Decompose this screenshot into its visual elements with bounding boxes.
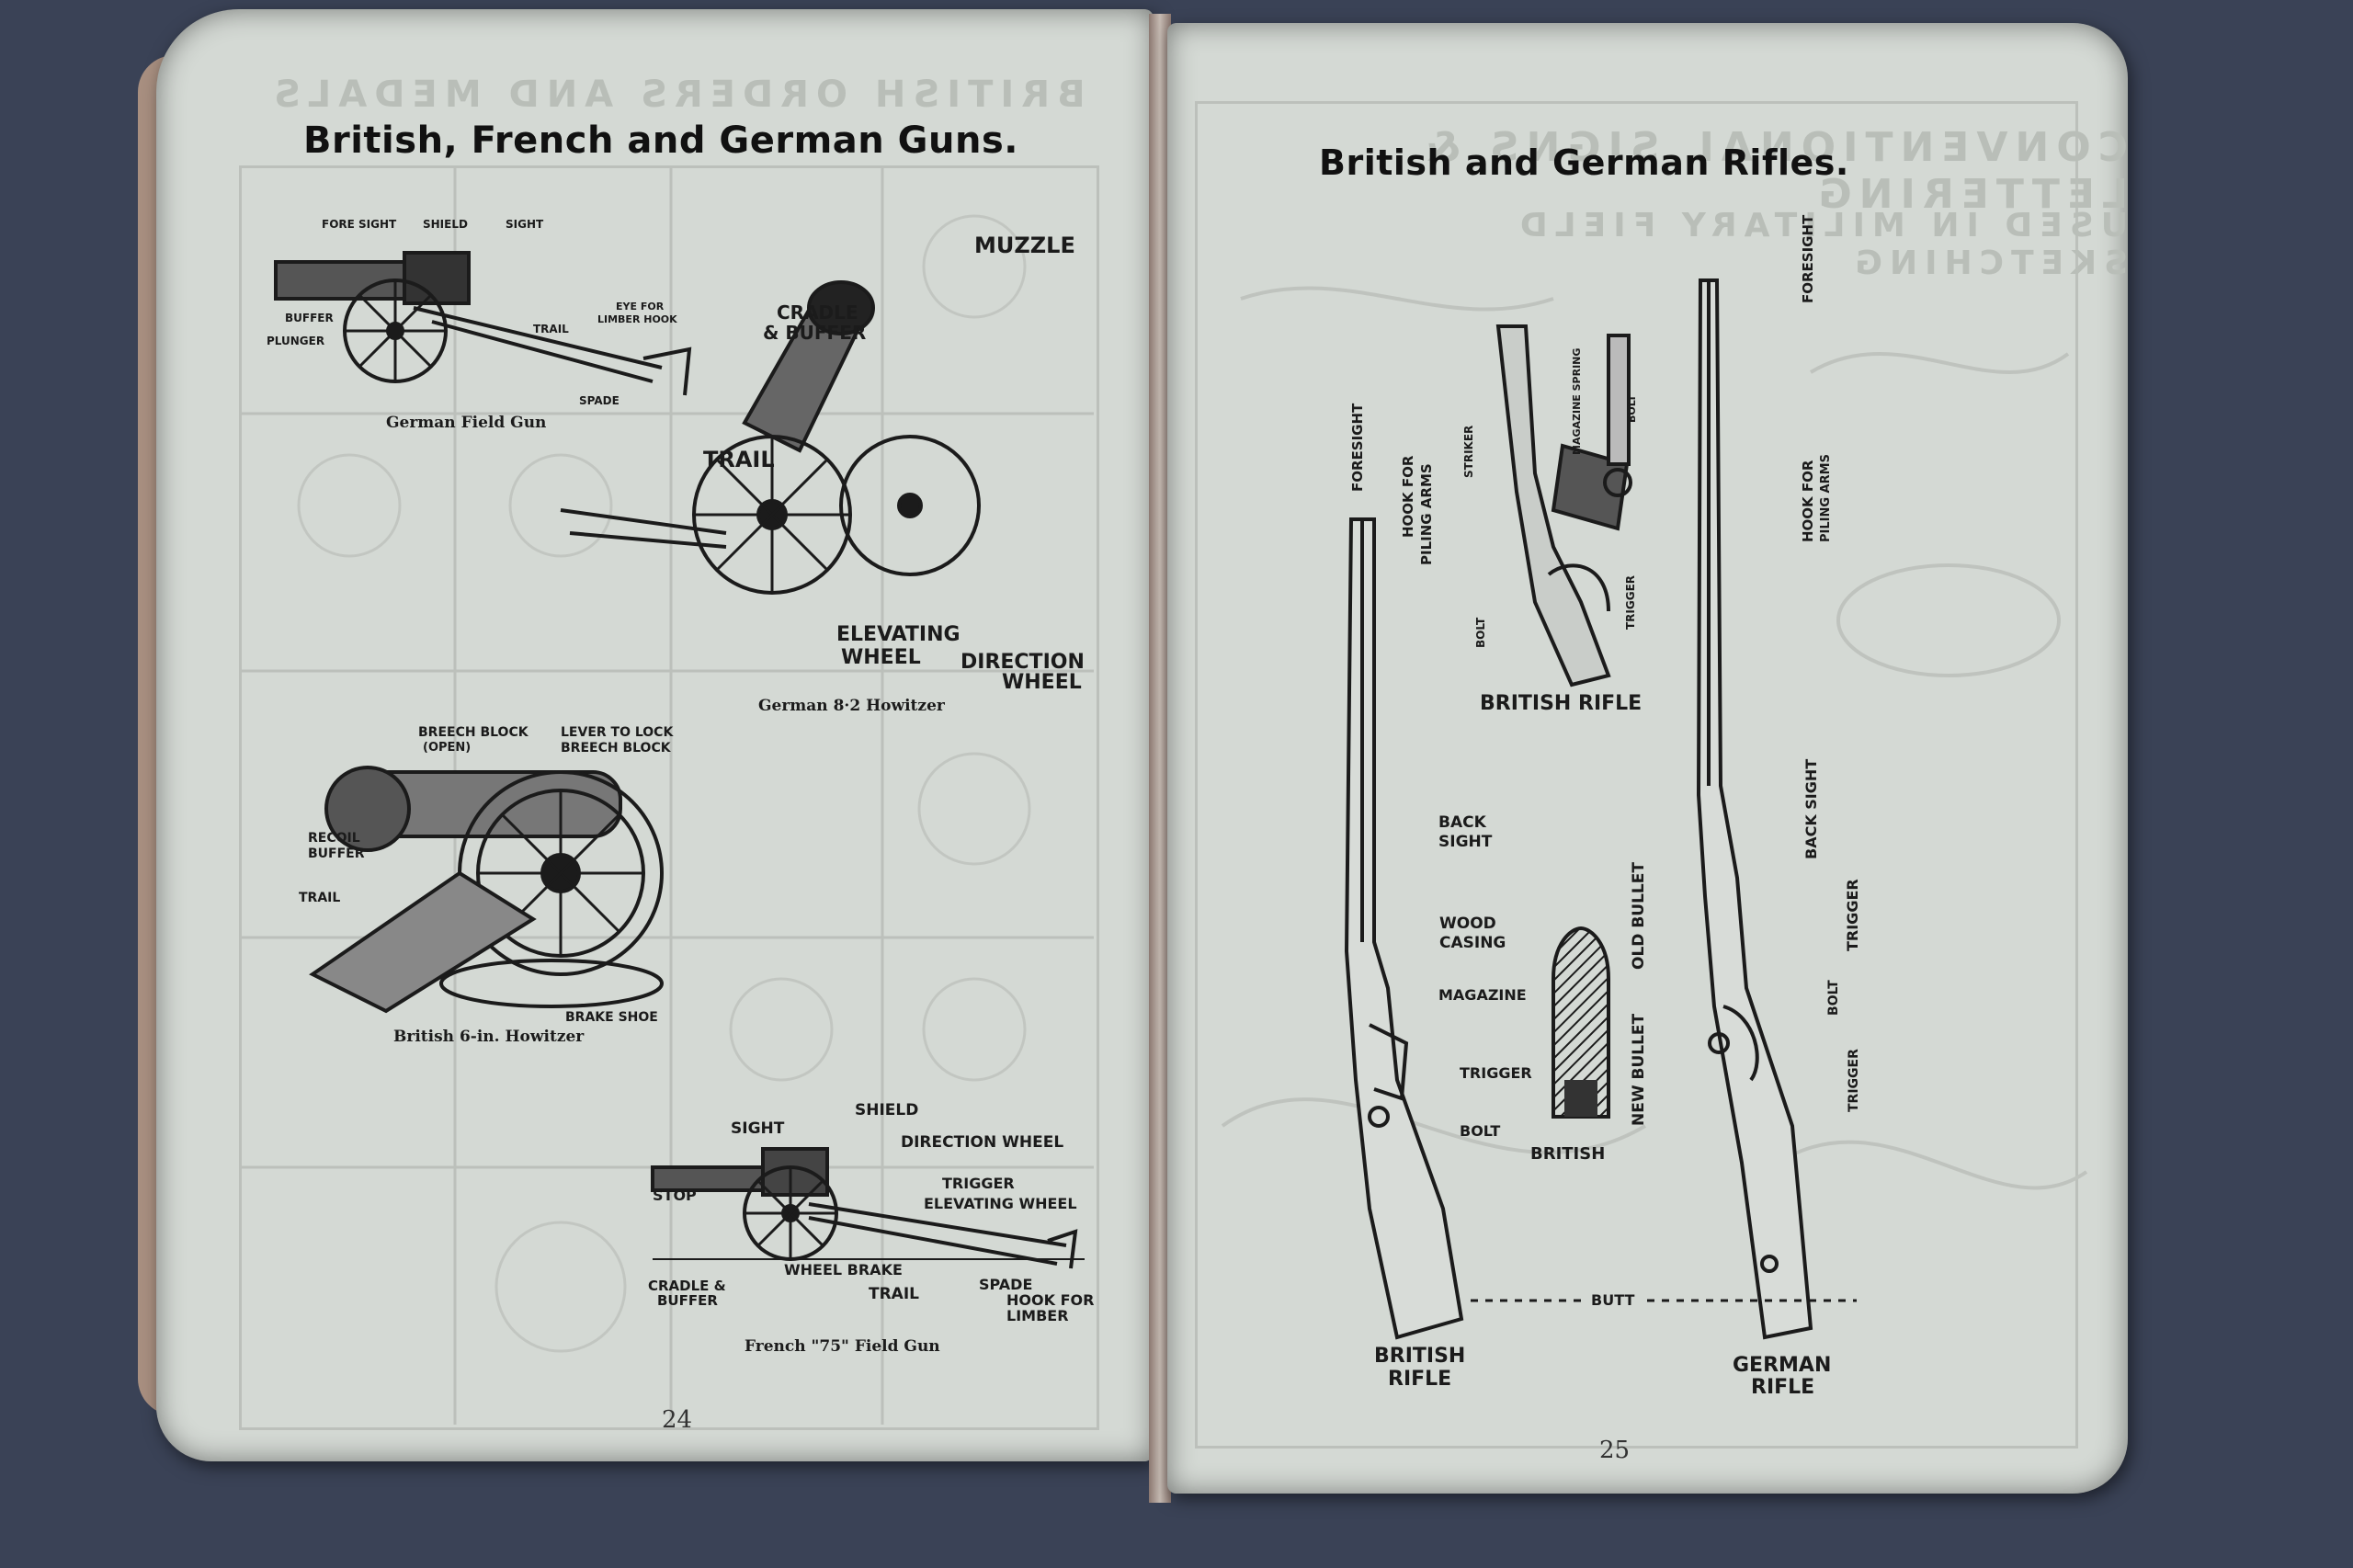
caption-british-rifle-line2: RIFLE (1388, 1368, 1452, 1391)
caption-german-rifle-line2: RIFLE (1751, 1376, 1815, 1399)
left-page: BRITISH ORDERS AND MEDALS British, Frenc… (156, 9, 1154, 1461)
label-old-bullet: OLD BULLET (1630, 862, 1648, 970)
label-piling-arms-british: PILING ARMS (1418, 463, 1435, 565)
label-spade-french: SPADE (979, 1276, 1033, 1293)
label-sight-french: SIGHT (731, 1119, 785, 1138)
label-foresight-british: FORESIGHT (1349, 403, 1366, 492)
caption-british-howitzer: British 6-in. Howitzer (393, 1028, 585, 1046)
label-limber-hook: LIMBER HOOK (597, 313, 677, 325)
label-cradle: CRADLE (777, 301, 858, 324)
german-rifle-drawing (1696, 278, 1813, 1340)
label-brake-shoe: BRAKE SHOE (565, 1010, 658, 1025)
label-shield-french: SHIELD (855, 1101, 919, 1119)
label-elevating: ELEVATING (836, 623, 961, 646)
label-buffer-french: BUFFER (657, 1292, 718, 1309)
label-wood: WOOD (1439, 915, 1496, 933)
label-breech-open: (OPEN) (423, 741, 472, 755)
label-trigger-french: TRIGGER (942, 1175, 1015, 1192)
label-buffer: BUFFER (285, 312, 334, 324)
show-through-grid (239, 165, 1099, 1430)
label-limber: LIMBER (1006, 1307, 1069, 1324)
caption-bullet: BRITISH (1530, 1144, 1606, 1164)
label-foresight-german: FORESIGHT (1800, 214, 1816, 303)
label-plunger: PLUNGER (267, 335, 325, 347)
caption-british-rifle-detail: BRITISH RIFLE (1480, 692, 1643, 715)
caption-british-rifle-line1: BRITISH (1374, 1345, 1466, 1368)
label-recoil: RECOIL (308, 831, 360, 846)
page-title: British and German Rifles. (1319, 142, 1849, 183)
label-hook-for-german: HOOK FOR (1800, 460, 1816, 542)
butt-connector (1471, 1299, 1857, 1302)
label-bolt-top: BOLT (1626, 394, 1638, 423)
caption-german-rifle-line1: GERMAN (1733, 1354, 1832, 1377)
label-new-bullet: NEW BULLET (1630, 1013, 1648, 1126)
label-lever-breech-block: BREECH BLOCK (561, 741, 671, 756)
british-rifle-drawing (1344, 517, 1464, 1340)
label-sight: SIGHT (1438, 833, 1493, 851)
label-back-sight-german: BACK SIGHT (1802, 758, 1820, 859)
show-through-frame (1195, 101, 2078, 1449)
label-direction: DIRECTION (961, 651, 1085, 674)
label-elevating-wheel-french: ELEVATING WHEEL (924, 1195, 1077, 1212)
label-stop: STOP (653, 1187, 697, 1204)
label-direction-wheel: WHEEL (1002, 671, 1082, 694)
label-direction-wheel-french: DIRECTION WHEEL (901, 1133, 1064, 1152)
label-trigger-british: TRIGGER (1460, 1064, 1532, 1082)
label-back: BACK (1438, 813, 1486, 832)
label-lever-to-lock: LEVER TO LOCK (561, 725, 674, 740)
show-through-heading: BRITISH ORDERS AND MEDALS (267, 74, 1086, 116)
label-breech-block: BREECH BLOCK (418, 725, 529, 740)
german-howitzer-drawing (560, 280, 981, 595)
page-number: 24 (662, 1406, 693, 1434)
label-shield: SHIELD (423, 218, 468, 231)
label-striker: STRIKER (1462, 425, 1475, 478)
label-sight: SIGHT (506, 218, 544, 231)
label-trigger-german: TRIGGER (1844, 879, 1861, 951)
label-eye-for: EYE FOR (616, 301, 665, 312)
page-number: 25 (1599, 1437, 1631, 1464)
french-75-drawing (651, 1147, 1085, 1269)
page-title: British, French and German Guns. (303, 119, 1018, 162)
label-trail-howitzer: TRAIL (703, 447, 775, 472)
label-magazine: MAGAZINE (1438, 986, 1527, 1004)
label-bolt-german: BOLT (1826, 980, 1841, 1016)
label-trigger-detail: TRIGGER (1624, 574, 1637, 630)
british-howitzer-drawing (309, 766, 664, 1014)
caption-german-field-gun: German Field Gun (386, 414, 547, 432)
label-muzzle: MUZZLE (974, 233, 1075, 258)
right-page: CONVENTIONAL SIGNS & LETTERING USED IN M… (1167, 23, 2128, 1494)
label-trail: TRAIL (533, 323, 569, 335)
german-field-gun-drawing (274, 251, 692, 396)
label-and-buffer: & BUFFER (763, 322, 867, 344)
label-bolt-detail: BOLT (1474, 617, 1487, 648)
bolt-detail-drawing (1495, 324, 1632, 687)
label-trigger2-german: TRIGGER (1847, 1049, 1861, 1112)
label-trail-british: TRAIL (299, 891, 341, 905)
label-piling-arms-german: PILING ARMS (1819, 454, 1833, 542)
label-spade: SPADE (579, 394, 620, 407)
label-bolt-british: BOLT (1460, 1122, 1501, 1140)
show-through-sketch (1221, 286, 2088, 1190)
label-wheel-brake: WHEEL BRAKE (784, 1261, 903, 1278)
caption-german-howitzer: German 8·2 Howitzer (758, 697, 945, 715)
label-butt: BUTT (1586, 1293, 1641, 1308)
label-hook-for-british: HOOK FOR (1400, 455, 1416, 538)
label-hook-for: HOOK FOR (1006, 1291, 1095, 1309)
label-cradle-french: CRADLE & (648, 1278, 726, 1294)
label-trail-french: TRAIL (869, 1285, 920, 1303)
bullet-drawing (1552, 926, 1610, 1119)
label-casing: CASING (1439, 934, 1506, 952)
label-elevating-wheel: WHEEL (841, 646, 921, 669)
label-recoil-buffer: BUFFER (308, 846, 365, 861)
caption-french-75: French "75" Field Gun (745, 1337, 940, 1356)
label-fore-sight: FORE SIGHT (322, 218, 397, 231)
label-magazine-spring: MAGAZINE SPRING (1571, 347, 1583, 455)
